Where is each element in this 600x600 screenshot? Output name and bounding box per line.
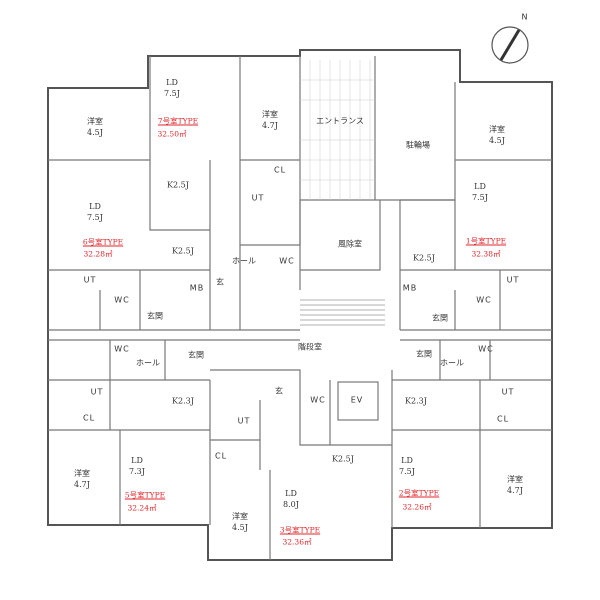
u2-type: 2号室TYPE	[398, 488, 440, 498]
u3-kitchen: K2.5J	[332, 454, 354, 464]
u5-ut: UT	[90, 387, 104, 397]
u6-mb: MB	[189, 283, 205, 293]
u5-hall: ホール	[136, 358, 160, 368]
u7-closet: CL	[273, 165, 287, 175]
u6-gen: 玄	[216, 277, 224, 287]
u5-kitchen: K2.3J	[172, 396, 194, 406]
u6-hall: ホール	[232, 256, 256, 266]
u3-closet: CL	[214, 451, 228, 461]
u2-hall: ホール	[440, 358, 464, 368]
windbreak-room-label: 風除室	[338, 239, 362, 249]
u5-type: 5号室TYPE	[124, 490, 166, 500]
u2-kitchen: K2.3J	[405, 396, 427, 406]
u1-ut: UT	[506, 275, 520, 285]
u3-type: 3号室TYPE	[279, 525, 321, 535]
u3-ut: UT	[237, 416, 251, 426]
u6-ut: UT	[83, 275, 97, 285]
u1-wc: WC	[476, 295, 492, 305]
u2-genkan: 玄関	[416, 349, 432, 359]
u5-genkan: 玄関	[188, 350, 204, 360]
u6-wc2: WC	[279, 256, 295, 266]
stairwell-label: 階段室	[298, 342, 322, 352]
u2-area: 32.26㎡	[402, 502, 432, 512]
outer-wall	[47, 49, 553, 561]
u6-genkan: 玄関	[147, 311, 163, 321]
entrance-label: エントランス	[316, 116, 364, 126]
u7-ut: UT	[251, 193, 265, 203]
u3-area: 32.36㎡	[282, 537, 312, 547]
u7-area: 32.50㎡	[157, 129, 187, 139]
u2-wc: WC	[478, 344, 494, 354]
compass-icon	[491, 26, 529, 64]
u5-area: 32.24㎡	[127, 503, 157, 513]
bicycle-parking-label: 駐輪場	[406, 140, 430, 150]
u6-type: 6号室TYPE	[82, 237, 124, 247]
elevator-label: EV	[350, 395, 364, 405]
u3-gen: 玄	[275, 386, 283, 396]
u5-closet: CL	[82, 413, 96, 423]
u5-wc: WC	[114, 344, 130, 354]
u6-kitchen: K2.5J	[172, 246, 194, 256]
u7-type: 7号室TYPE	[157, 116, 199, 126]
u2-ut: UT	[501, 387, 515, 397]
u1-area: 32.38㎡	[471, 249, 501, 259]
u1-type: 1号室TYPE	[465, 236, 507, 246]
u1-genkan: 玄関	[432, 313, 448, 323]
u6-wc: WC	[114, 295, 130, 305]
u3-wc: WC	[310, 395, 326, 405]
u7-kitchen: K2.5J	[167, 180, 189, 190]
u1-kitchen: K2.5J	[413, 253, 435, 263]
u1-mb: MB	[402, 283, 418, 293]
u2-closet: CL	[496, 414, 510, 424]
u6-area: 32.28㎡	[83, 249, 113, 259]
north-label: N	[521, 12, 529, 22]
